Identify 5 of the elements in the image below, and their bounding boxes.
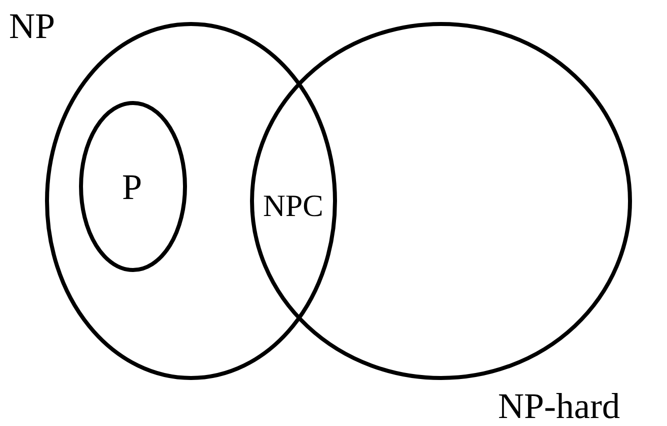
set-ellipse <box>79 101 187 272</box>
intersection-label: NPC <box>263 190 324 221</box>
set-label: P <box>122 169 142 205</box>
set-label: NP <box>9 8 56 44</box>
set-label: NP-hard <box>498 388 620 424</box>
